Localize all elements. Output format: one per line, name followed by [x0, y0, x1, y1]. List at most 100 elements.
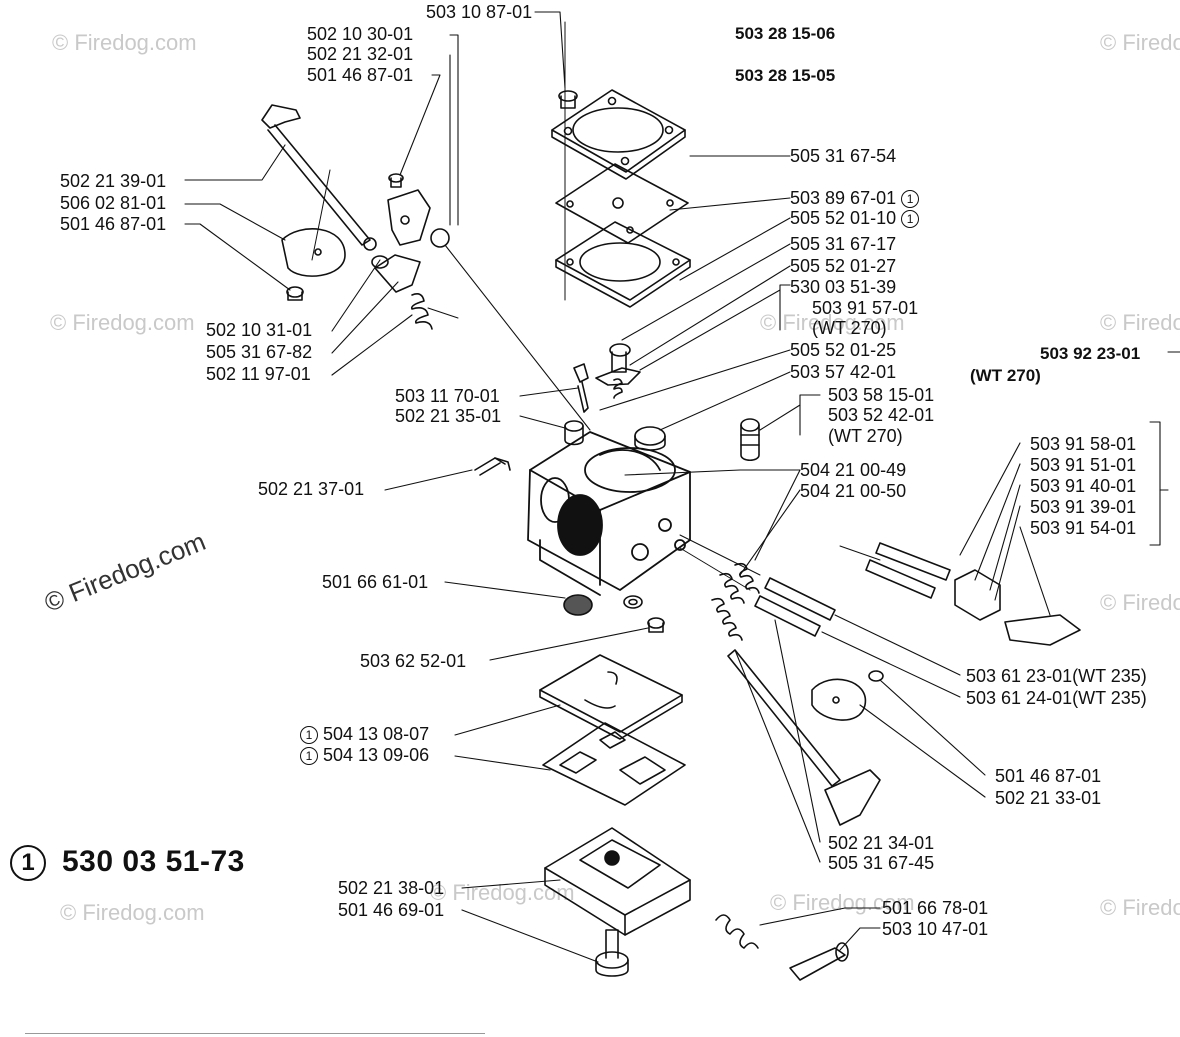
part-label: 503 62 52-01 [360, 651, 467, 671]
part-label: 502 21 39-01 [60, 171, 167, 191]
fuel-filter-screen [563, 594, 593, 616]
choke-valve [811, 670, 884, 721]
part-label: 505 31 67-54 [790, 146, 897, 166]
assembly-number: 530 03 51-73 [62, 845, 245, 878]
lever-screw [388, 173, 404, 188]
watermark: © Firedog.com [50, 310, 195, 335]
watermark: © Firedog.com [1100, 310, 1180, 335]
cover-screw [647, 617, 665, 633]
idle-spring [715, 914, 759, 949]
watermark: © Firedog.com [1100, 895, 1180, 920]
watermark: © Firedog.com [770, 890, 915, 915]
throttle-valve-screw [286, 286, 304, 301]
bottom-rule [25, 1033, 485, 1034]
part-label: 503 91 54-01 [1030, 518, 1137, 538]
part-label: 506 02 81-01 [60, 193, 167, 213]
welch-plug [634, 426, 666, 451]
part-label: (WT 270) [812, 318, 887, 338]
leader-lines [184, 11, 1180, 963]
part-label: 503 91 51-01 [1030, 455, 1137, 475]
part-label: 501 46 69-01 [338, 900, 445, 920]
part-label: 505 31 67-82 [206, 342, 313, 362]
part-label: 502 21 33-01 [995, 788, 1102, 808]
part-label: 502 21 35-01 [395, 406, 502, 426]
part-label: 530 03 51-39 [790, 277, 897, 297]
kit-marker-icon: 1 [300, 726, 318, 745]
l-pin [474, 457, 511, 476]
metering-diaphragm [539, 654, 683, 740]
part-label: 501 46 87-01 [995, 766, 1102, 786]
throttle-spring [410, 293, 459, 330]
inlet-needle-assembly [573, 343, 641, 413]
part-label: 503 61 23-01(WT 235) [966, 666, 1147, 686]
kit-marker-icon: 1 [901, 210, 920, 229]
part-label: 504 21 00-50 [800, 481, 907, 501]
part-label: 503 57 42-01 [790, 362, 897, 382]
part-label: 502 21 37-01 [258, 479, 365, 499]
part-label: 505 31 67-45 [828, 853, 935, 873]
bottom-screw [595, 929, 629, 977]
throttle-lever [371, 189, 450, 293]
part-label: 504 21 00-49 [800, 460, 907, 480]
kit-number-a: 503 28 15-06 [735, 24, 836, 43]
part-label: 503 58 15-01 [828, 385, 935, 405]
watermark: © Firedog.com [60, 900, 205, 925]
throttle-shaft [261, 104, 377, 251]
part-label: 503 91 57-01 [812, 298, 919, 318]
watermark: © Firedog.com [52, 30, 197, 55]
part-label: 503 91 39-01 [1030, 497, 1137, 517]
part-number: 504 13 08-07 [323, 724, 430, 744]
watermark: © Firedog.com [1100, 30, 1180, 55]
part-label-with-marker: 503 89 67-01 1 [790, 188, 920, 209]
watermark: © Firedog.com [760, 310, 905, 335]
part-label: 502 10 30-01 [307, 24, 414, 44]
part-label: 502 11 97-01 [206, 364, 311, 384]
idle-screw [789, 942, 849, 981]
part-label: (WT 270) [828, 426, 903, 446]
part-label: 505 31 67-17 [790, 234, 897, 254]
part-number: 505 52 01-10 [790, 208, 897, 228]
washer [623, 595, 643, 609]
part-label: 503 10 87-01 [426, 2, 533, 22]
watermark: © Firedog.com [1100, 590, 1180, 615]
part-label-with-marker: 505 52 01-10 1 [790, 208, 920, 229]
part-label: 502 21 34-01 [828, 833, 935, 853]
part-label: 503 61 24-01(WT 235) [966, 688, 1147, 708]
part-label: 503 11 70-01 [395, 386, 500, 406]
kit-marker-icon: 1 [901, 190, 920, 209]
kit-number-b: 503 28 15-05 [735, 66, 836, 85]
part-label: 502 21 38-01 [338, 878, 445, 898]
pump-cover-plate [551, 89, 686, 180]
part-label: 503 10 47-01 [882, 919, 989, 939]
choke-shaft [727, 649, 881, 826]
part-label: 503 91 40-01 [1030, 476, 1137, 496]
assembly-marker-icon: 1 [10, 845, 46, 881]
limiter-needles [839, 542, 951, 599]
metering-gasket [542, 722, 686, 806]
part-label: 501 66 78-01 [882, 898, 989, 918]
part-label: 502 10 31-01 [206, 320, 313, 340]
small-cylinder [564, 420, 584, 446]
carburetor-body [527, 431, 691, 596]
limiter-caps [954, 569, 1081, 646]
part-label: 501 46 87-01 [60, 214, 167, 234]
throttle-valve [281, 169, 346, 277]
metering-cover [544, 827, 691, 936]
kit-note: (WT 270) [970, 366, 1041, 385]
kit-number-limiter: 503 92 23-01 [1040, 344, 1141, 363]
kit-marker-icon: 1 [300, 747, 318, 766]
choke-spring [711, 597, 743, 641]
part-label: 503 91 58-01 [1030, 434, 1137, 454]
part-label: 501 66 61-01 [322, 572, 429, 592]
part-number: 504 13 09-06 [323, 745, 430, 765]
part-label: 505 52 01-27 [790, 256, 897, 276]
part-label-with-marker: 1 504 13 08-07 [300, 724, 430, 745]
part-label-with-marker: 1 504 13 09-06 [300, 745, 430, 766]
part-label: 502 21 32-01 [307, 44, 414, 64]
part-label: 501 46 87-01 [307, 65, 414, 85]
fuel-fitting [740, 418, 760, 462]
top-screw [558, 90, 578, 109]
adjusting-needles [679, 534, 836, 637]
